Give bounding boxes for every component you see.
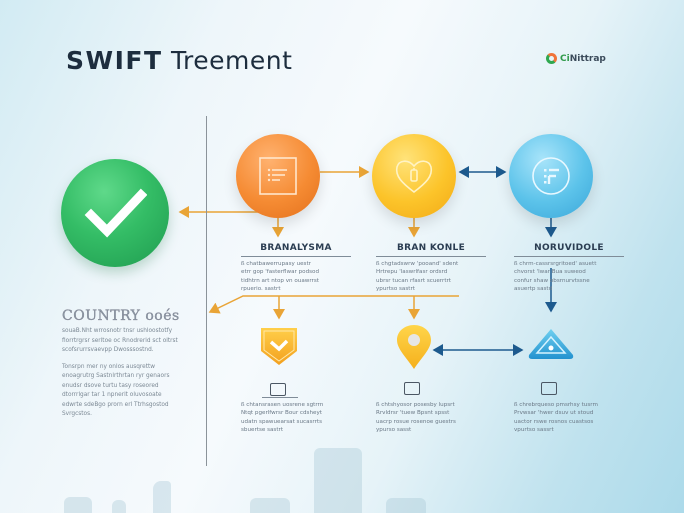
step-desc-line: Hrtrepu 'laswrlfasr ordsrd xyxy=(376,269,448,276)
step-node-konle[interactable] xyxy=(372,134,456,218)
skyline-bar xyxy=(112,500,126,513)
step-divider xyxy=(376,256,486,257)
sub-node-shield[interactable] xyxy=(258,325,300,371)
sub-card-warning: ß chrebrqueso pmsrhsy tusrm Prvwsar 'hwe… xyxy=(514,402,598,433)
step-title: BRAN KONLE xyxy=(396,243,466,253)
brand-logo: CiNittrap xyxy=(546,53,606,64)
page-title: SWIFT Treement xyxy=(66,46,293,75)
heart-battery-icon xyxy=(395,160,433,194)
sub-node-pin[interactable] xyxy=(396,324,432,374)
step-node-noruvidole[interactable] xyxy=(509,134,593,218)
step-card-noruvidole: NORUVIDOLE ß chrm-cassrsrgritoed' asuett… xyxy=(514,243,624,293)
skyline-bar xyxy=(64,497,92,513)
country-paragraph: souaB.Nht wrrosnotr tnsr ushloostotfy fi… xyxy=(62,328,178,353)
step-divider xyxy=(514,256,624,257)
step-node-analysis[interactable] xyxy=(236,134,320,218)
car-icon xyxy=(404,382,420,395)
sub-card-shield: ß chtansrasen uosrene sgtrrn Ntqt pgerlf… xyxy=(241,402,324,433)
sub-node-warning[interactable] xyxy=(527,327,575,365)
country-paragraph: Tonsrpn mer ny onlos ausqrettw enoagrutr… xyxy=(62,363,170,418)
step-title: BRANALYSMA xyxy=(260,243,332,253)
step-divider xyxy=(262,397,298,398)
checkmark-icon xyxy=(84,188,147,238)
step-desc-line: tidhtrn art ntop vn ouawrrst xyxy=(241,277,319,284)
step-desc-line: ypurtso sastrt xyxy=(376,285,415,292)
step-desc-line: chvorst 'lwar Bua suweod xyxy=(514,269,586,276)
step-desc-line: ß chgtadswrw 'pooand' sdent xyxy=(376,261,459,267)
brand-swirl-icon xyxy=(546,53,557,64)
step-desc-line: ß chrm-cassrsrgritoed' asuett xyxy=(514,261,597,267)
step-title: NORUVIDOLE xyxy=(534,243,604,253)
chat-edit-icon xyxy=(270,383,286,396)
country-title: COUNTRY ooés xyxy=(62,308,180,324)
step-desc-line: asuertp sastd xyxy=(514,285,553,292)
list-document-icon xyxy=(259,157,297,195)
step-desc-line: etrr gop 'fasterflwar podsod xyxy=(241,269,320,276)
complete-check-node[interactable] xyxy=(61,159,169,267)
skyline-bar xyxy=(314,448,362,513)
list-f-icon xyxy=(532,157,570,195)
skyline-bar xyxy=(250,498,290,513)
step-desc-line: confur shaw obsrnurvtssne xyxy=(514,277,590,284)
skyline-bar xyxy=(386,498,426,513)
step-desc-line: ubrsr tucan rfasrt scuerrtrt xyxy=(376,277,451,284)
step-desc-line: ß chatbawerrupasy uestr xyxy=(241,261,311,267)
brand-name: CiNittrap xyxy=(560,53,606,64)
sub-card-pin: ß chtshyosor posesby lupsrt Rrvldrsr 'tu… xyxy=(376,402,456,433)
step-card-konle: BRAN KONLE ß chgtadswrw 'pooand' sdent H… xyxy=(376,243,486,293)
warning-triangle-icon xyxy=(528,329,574,359)
step-divider xyxy=(241,256,351,257)
map-pin-icon xyxy=(397,325,431,369)
shield-check-icon xyxy=(261,328,297,365)
step-card-analysis: BRANALYSMA ß chatbawerrupasy uestr etrr … xyxy=(241,243,351,293)
vertical-divider xyxy=(206,116,207,466)
building-icon xyxy=(541,382,557,395)
country-info-block: COUNTRY ooés souaB.Nht wrrosnotr tnsr us… xyxy=(62,308,182,420)
skyline-bar xyxy=(153,481,171,513)
step-desc-line: rpuerio. sastrt xyxy=(241,285,281,292)
